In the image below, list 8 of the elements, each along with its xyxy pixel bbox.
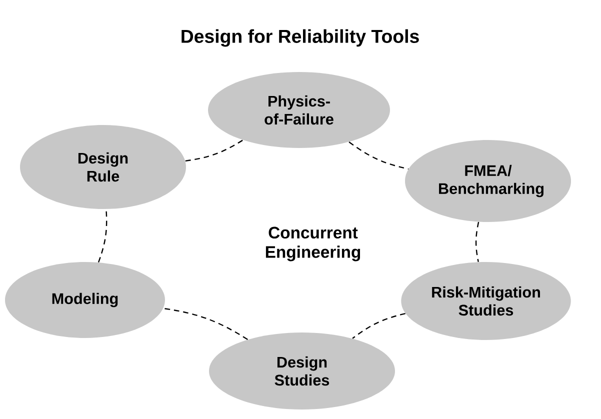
dashed-connector <box>352 312 406 339</box>
title: Design for Reliability Tools <box>182 29 419 47</box>
dashed-connector <box>475 222 480 262</box>
dashed-connector <box>348 142 408 170</box>
center-label: Concurrent Engineering <box>266 226 360 262</box>
dashed-connector <box>98 209 108 262</box>
dashed-connector <box>163 308 248 340</box>
dashed-connector <box>185 140 244 162</box>
